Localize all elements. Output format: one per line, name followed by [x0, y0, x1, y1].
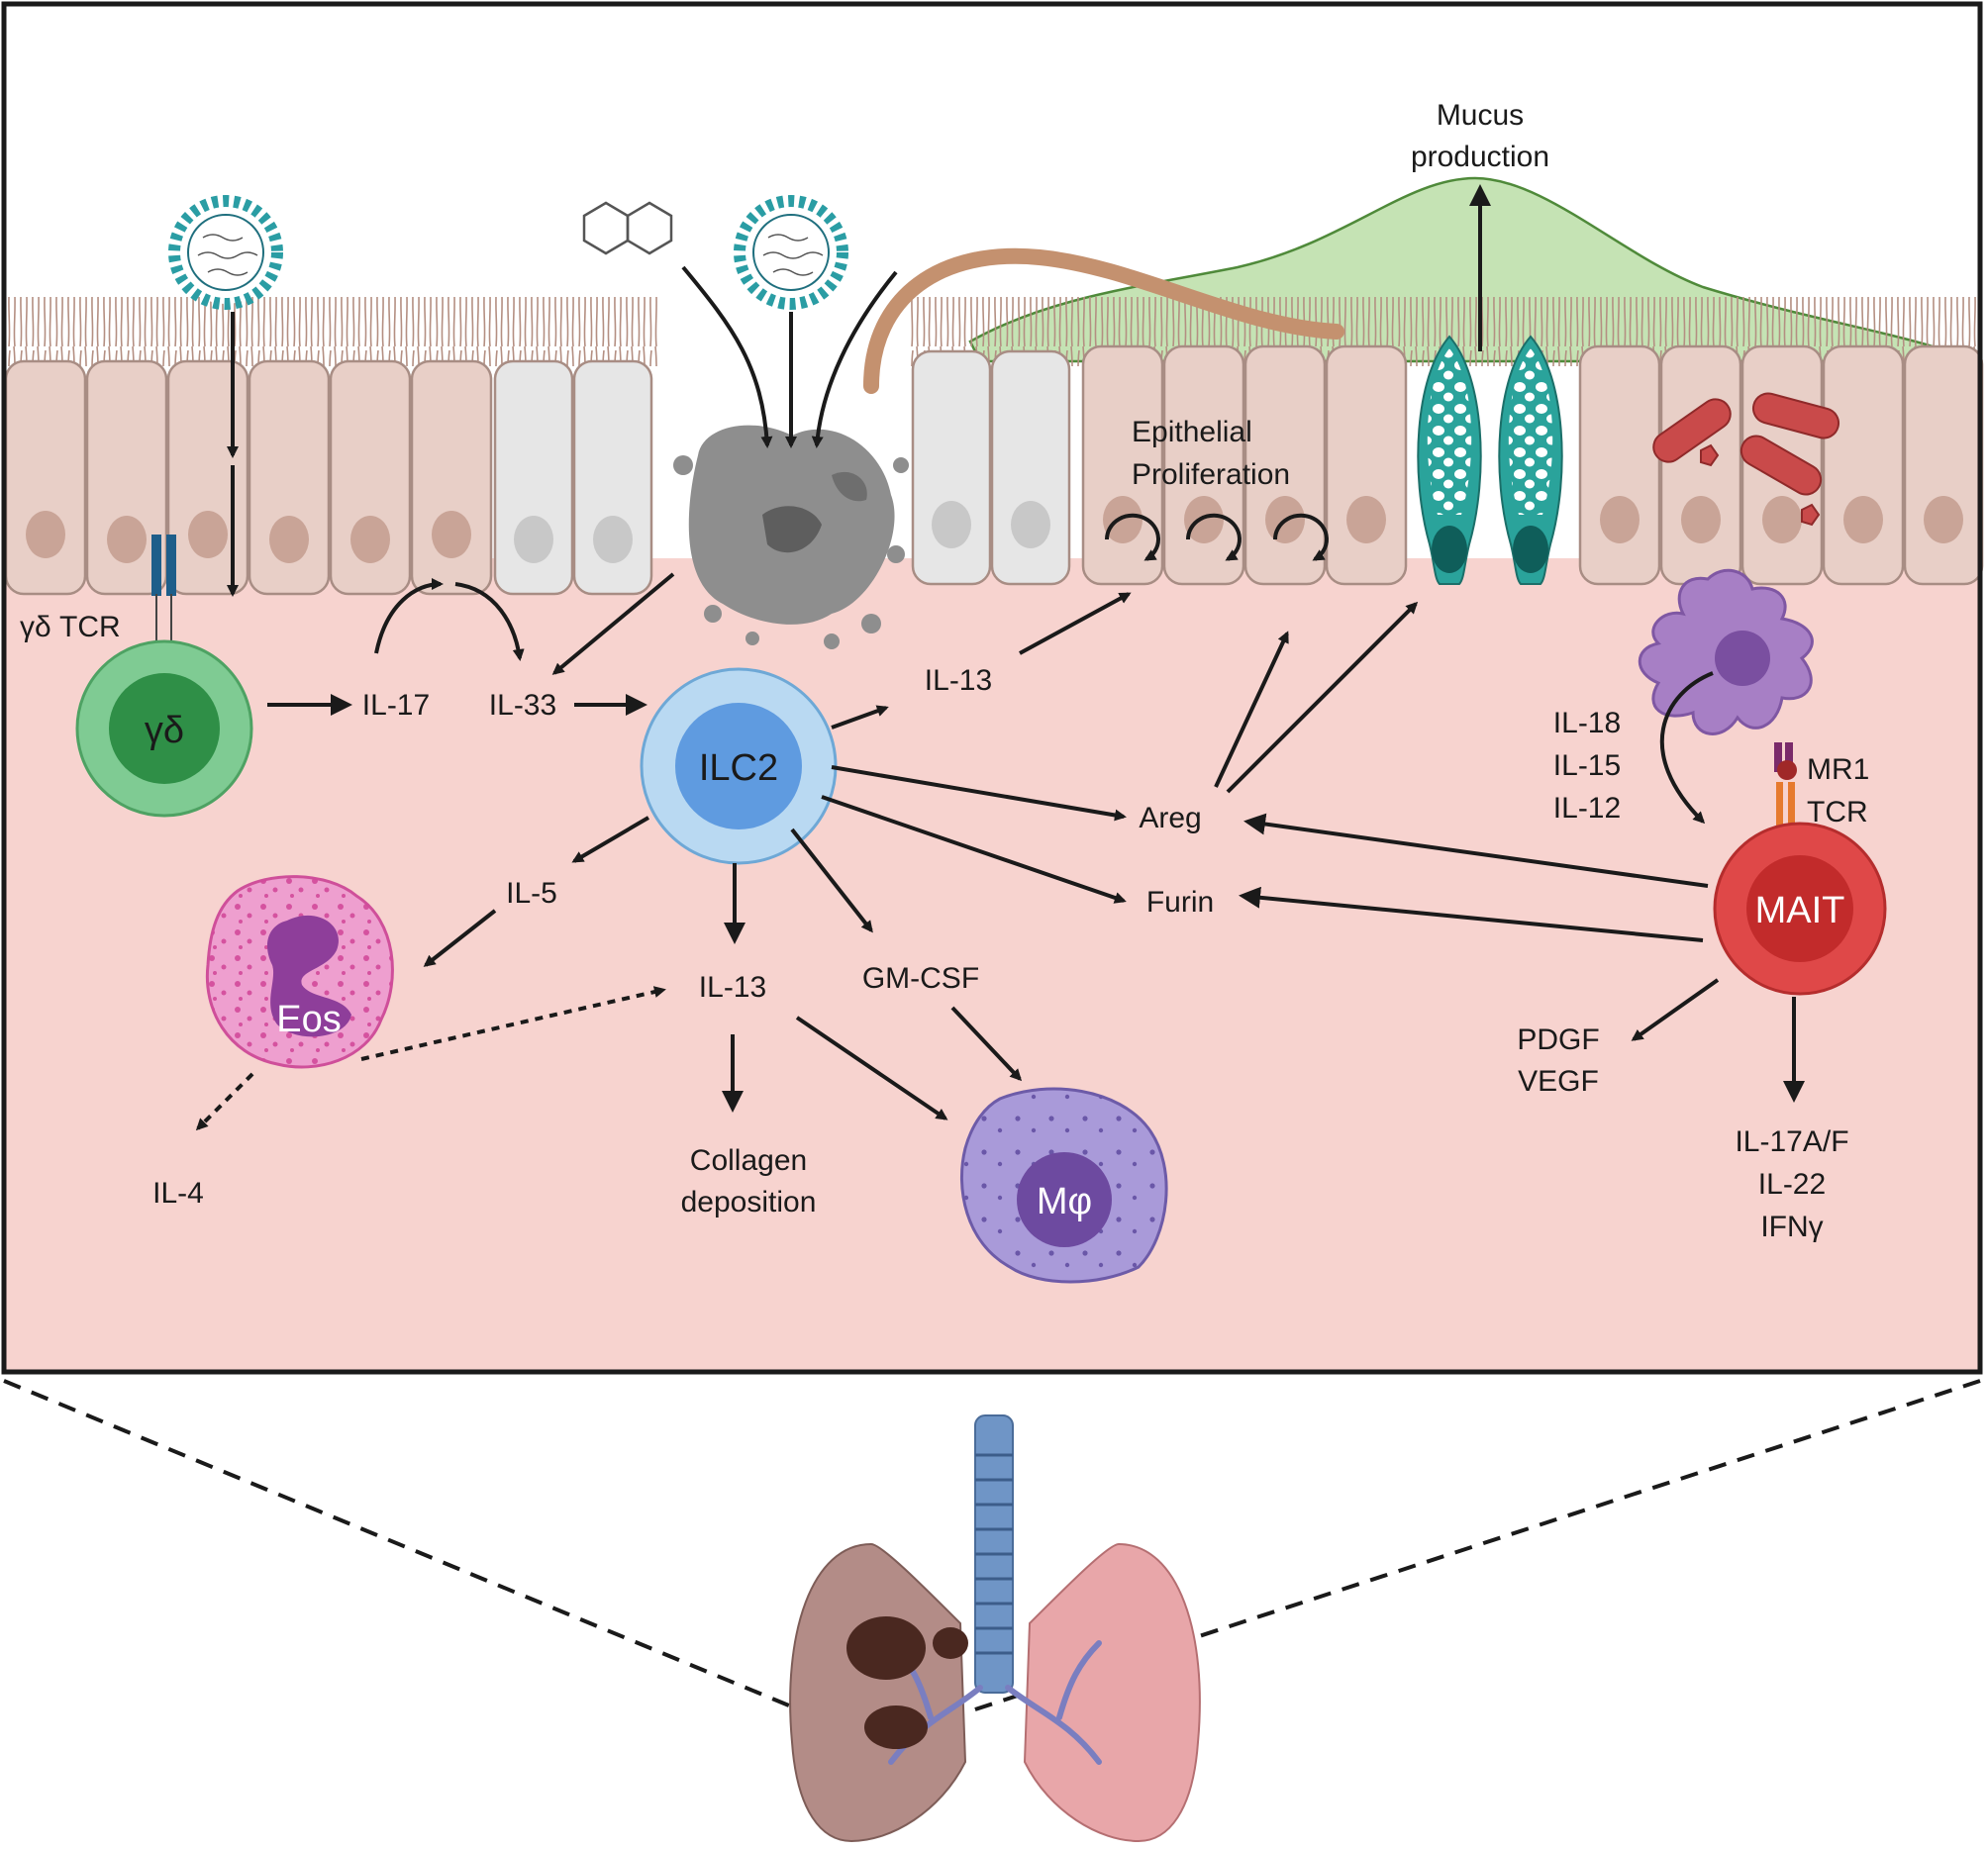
bacteria [1652, 392, 1840, 527]
label-epithelial: Epithelial [1132, 416, 1252, 448]
label-il12: IL-12 [1553, 792, 1621, 825]
label-mucus: Mucus [1437, 99, 1524, 132]
ilc2-cell-nucleus [675, 703, 802, 829]
mr1-tcr [1774, 742, 1797, 827]
label-mphi: Mφ [1037, 1181, 1092, 1222]
label-proliferation: Proliferation [1132, 458, 1290, 491]
proliferation-arrows [1104, 513, 1329, 561]
epithelial-nuclei [26, 496, 1963, 563]
epithelium [4, 344, 1984, 596]
label-il4: IL-4 [152, 1177, 204, 1210]
label-mr1: MR1 [1807, 753, 1869, 786]
goblet-cells [1417, 335, 1563, 585]
label-deposition: deposition [681, 1186, 817, 1218]
label-collagen: Collagen [690, 1144, 807, 1177]
cilia-band [4, 297, 657, 366]
label-il33: IL-33 [489, 689, 556, 722]
label-il5: IL-5 [506, 877, 557, 910]
label-vegf: VEGF [1518, 1065, 1599, 1098]
label-furin: Furin [1146, 886, 1214, 919]
label-pdgf: PDGF [1517, 1023, 1599, 1056]
label-gd: γδ [145, 710, 184, 751]
dashed-arrows [195, 986, 666, 1131]
label-il13-epithelial: IL-13 [925, 664, 992, 697]
label-mucus-production: production [1411, 141, 1549, 173]
label-gmcsf: GM-CSF [862, 962, 979, 995]
label-tcr: TCR [1807, 796, 1868, 828]
chemical-icon [582, 201, 673, 255]
lungs-icon [789, 1414, 1201, 1843]
label-ilc2: ILC2 [699, 747, 778, 789]
label-ifng: IFNγ [1760, 1211, 1823, 1243]
label-il17: IL-17 [362, 689, 430, 722]
label-eos: Eos [276, 999, 341, 1040]
label-areg: Areg [1139, 802, 1201, 834]
particulate-strand-icon [863, 247, 1344, 394]
virus-icon [734, 195, 848, 310]
mait-cell-nucleus [1746, 855, 1853, 962]
label-il22: IL-22 [1758, 1168, 1826, 1201]
label-il13-center: IL-13 [699, 971, 766, 1004]
label-il17af: IL-17A/F [1735, 1125, 1848, 1158]
label-mait: MAIT [1755, 890, 1845, 931]
virus-icon [168, 195, 283, 310]
detail-frame [1, 1, 1983, 1375]
damaged-cell [673, 425, 909, 649]
label-il18: IL-18 [1553, 707, 1621, 739]
label-il15: IL-15 [1553, 749, 1621, 782]
label-gd-tcr: γδ TCR [20, 611, 121, 643]
pathway-arrows [267, 572, 1805, 1120]
apical-arrows [227, 184, 1491, 597]
macrophage-cell [959, 1087, 1168, 1284]
gd-t-cell-nucleus [109, 673, 220, 784]
eosinophil-cell [205, 875, 394, 1069]
